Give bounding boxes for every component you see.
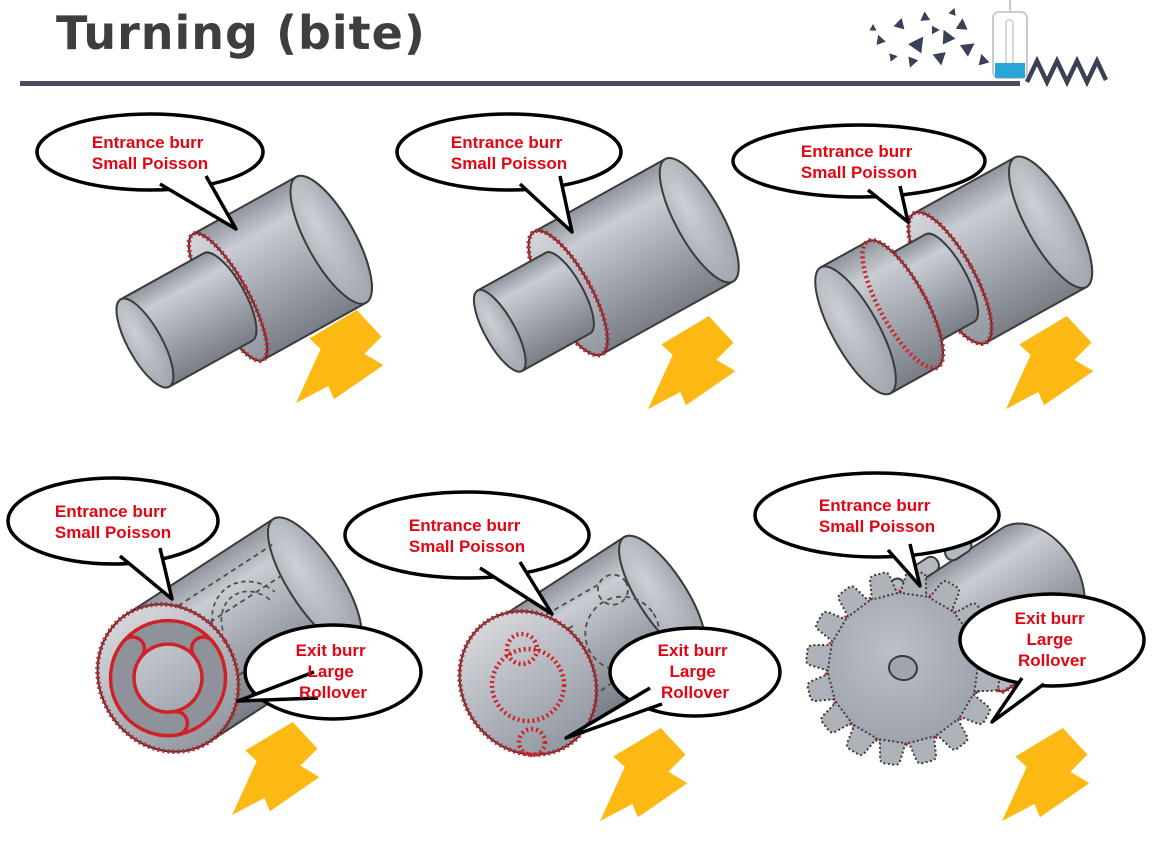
feed-direction-arrow (1002, 728, 1090, 822)
svg-text:Entrance burr Small: Entrance burr Small Poisson (451, 133, 567, 173)
feed-direction-arrow (600, 728, 688, 822)
chips-triangles-icon (869, 6, 990, 70)
diagram-grooved-shaft: Entrance burr Small Poisson (731, 123, 1094, 410)
exit-burr-callout: Exit burr Large Rollover (236, 623, 423, 721)
diagram-stepped-shaft: Entrance burr Small Poisson (35, 112, 384, 404)
entrance-burr-callout: Entrance burr Small Poisson (343, 490, 591, 616)
exit-burr-callout: Exit burr Large Rollover (564, 626, 782, 740)
face-holes (489, 631, 567, 758)
svg-text:Exit burr Large: Exit burr Large Rollover (296, 641, 371, 702)
entrance-burr-callout: Entrance burr Small Poisson (395, 112, 623, 234)
feed-direction-arrow (648, 316, 736, 410)
feed-direction-arrow (232, 722, 320, 816)
svg-text:Entrance burr Small: Entrance burr Small Poisson (92, 133, 208, 173)
cutting-tool-icon (992, 0, 1028, 79)
diagram-cylinder-face-holes: Entrance burr Small Poisson Exit burr La… (343, 490, 782, 822)
page-title: Turning (bite) (56, 6, 426, 60)
entrance-burr-callout: Entrance burr Small Poisson (731, 123, 987, 224)
svg-text:Entrance burr Small: Entrance burr Small Poisson (409, 516, 525, 556)
surface-zigzag-icon (1024, 55, 1109, 88)
diagram-gear-wheel: Entrance burr Small Poisson Exit burr La… (753, 471, 1146, 822)
svg-text:Exit burr Large: Exit burr Large Rollover (1015, 609, 1090, 670)
entrance-burr-callout: Entrance burr Small Poisson (35, 112, 265, 231)
exit-burr-callout: Exit burr Large Rollover (958, 592, 1146, 724)
diagram-stepped-shaft-wide-face: Entrance burr Small Poisson (395, 112, 740, 410)
feed-direction-arrow (1006, 316, 1094, 410)
turning-process-logo (869, 0, 1109, 88)
face-arc-slots (108, 618, 228, 738)
diagram-cylinder-face-arc-slots: Entrance burr Small Poisson Exit burr La… (6, 476, 423, 816)
entrance-burr-callout: Entrance burr Small Poisson (753, 471, 1001, 588)
title-underline (20, 81, 1020, 86)
svg-text:Entrance burr Small: Entrance burr Small Poisson (801, 142, 917, 182)
entrance-burr-callout: Entrance burr Small Poisson (6, 476, 220, 601)
svg-text:Entrance burr Small: Entrance burr Small Poisson (55, 502, 171, 542)
gear-face (804, 569, 1002, 767)
svg-text:Exit burr Large: Exit burr Large Rollover (658, 641, 733, 702)
svg-text:Entrance burr Small: Entrance burr Small Poisson (819, 496, 935, 536)
